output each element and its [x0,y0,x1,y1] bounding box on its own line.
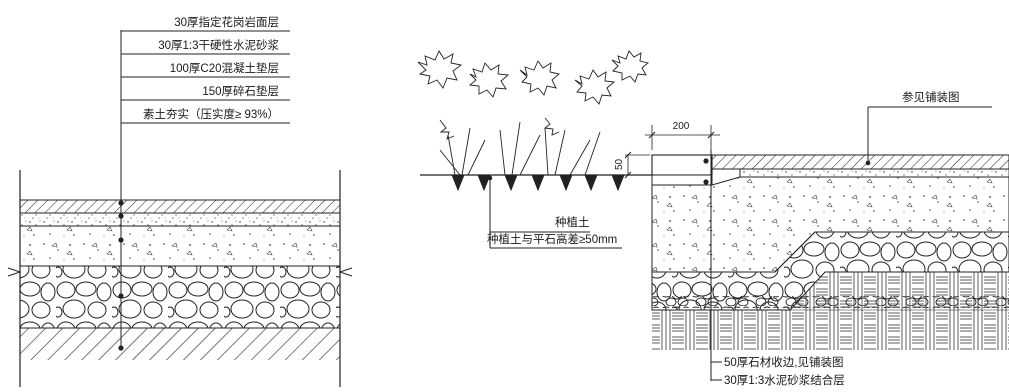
concrete-layer [19,225,341,267]
compacted-soil-right [652,310,1009,350]
edge-curb-stone [651,154,713,176]
ref-note: 参见铺装图 [902,90,960,104]
layer-label-5: 素土夯实（压实度≥ 93%） [143,107,279,121]
note-mortar: 30厚1:3水泥砂浆结合层 [724,373,845,387]
right-edge-section: 50 200 参见铺装图 种植 [417,50,1009,387]
layer-label-1: 30厚指定花岗岩面层 [174,15,279,29]
shrub-planting [417,50,649,192]
gravel-layer [19,265,341,329]
compacted-soil [20,328,340,360]
layer-label-2: 30厚1:3干硬性水泥砂浆 [158,38,279,52]
paving-surface-layer [711,154,1009,170]
granite-layer [19,199,341,214]
soil-label: 种植土 [555,215,590,229]
note-edge-stone: 50厚石材收边,见铺装图 [724,355,844,369]
layer-label-4: 150厚碎石垫层 [202,84,279,98]
dim-width-label: 200 [673,121,690,132]
left-pavement-section: 30厚指定花岗岩面层 30厚1:3干硬性水泥砂浆 100厚C20混凝土垫层 15… [7,15,353,387]
soil-diff-label: 种植土与平石高差≥50mm [487,232,617,246]
layer-label-3: 100厚C20混凝土垫层 [170,61,279,75]
mortar-layer [19,212,341,227]
dim-height-label: 50 [614,158,625,170]
